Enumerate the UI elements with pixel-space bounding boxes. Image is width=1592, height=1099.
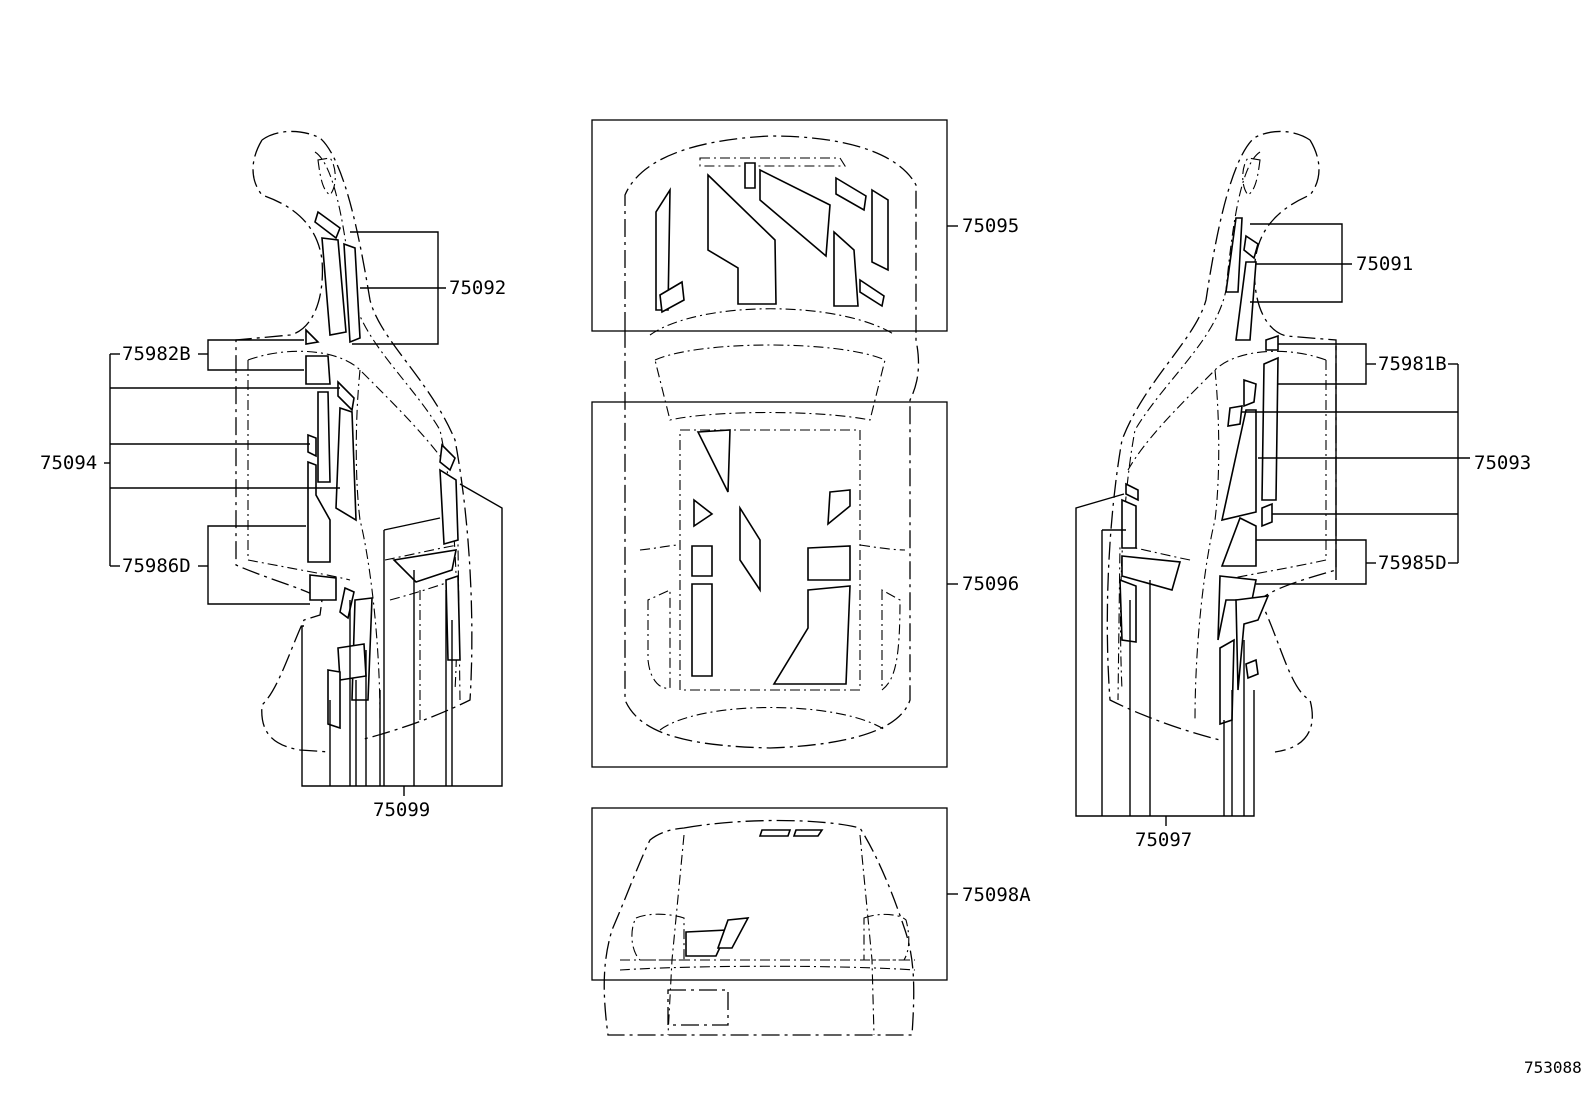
- rear-view: 75098A: [591, 807, 1031, 1036]
- decal-shapes-left: [305, 210, 461, 730]
- decal-shapes-rear: [685, 829, 824, 957]
- diagram-reference-number: 753088: [1524, 1058, 1582, 1077]
- label-75098a: 75098A: [962, 884, 1031, 906]
- label-75986d: 75986D: [122, 555, 191, 577]
- decal-shapes-right: [1119, 217, 1279, 726]
- left-side-view: 75092 75982B 75094 75986D 75099: [40, 130, 506, 821]
- label-75099: 75099: [373, 799, 430, 821]
- frame-75096: [591, 401, 948, 768]
- label-75095: 75095: [962, 215, 1019, 237]
- label-75981b: 75981B: [1378, 353, 1447, 375]
- decal-shapes-top: [655, 162, 889, 685]
- top-view: 75095 75096: [591, 119, 1019, 768]
- label-75096: 75096: [962, 573, 1019, 595]
- label-75097: 75097: [1135, 829, 1192, 851]
- label-75094: 75094: [40, 452, 97, 474]
- label-75982b: 75982B: [122, 343, 191, 365]
- label-75091: 75091: [1356, 253, 1413, 275]
- leader-lines-right: [1075, 223, 1470, 826]
- right-side-view: 75091 75981B 75093 75985D 75097: [1075, 130, 1531, 851]
- label-75985d: 75985D: [1378, 552, 1447, 574]
- label-75093: 75093: [1474, 452, 1531, 474]
- leader-lines-left: [104, 231, 503, 796]
- label-75092: 75092: [449, 277, 506, 299]
